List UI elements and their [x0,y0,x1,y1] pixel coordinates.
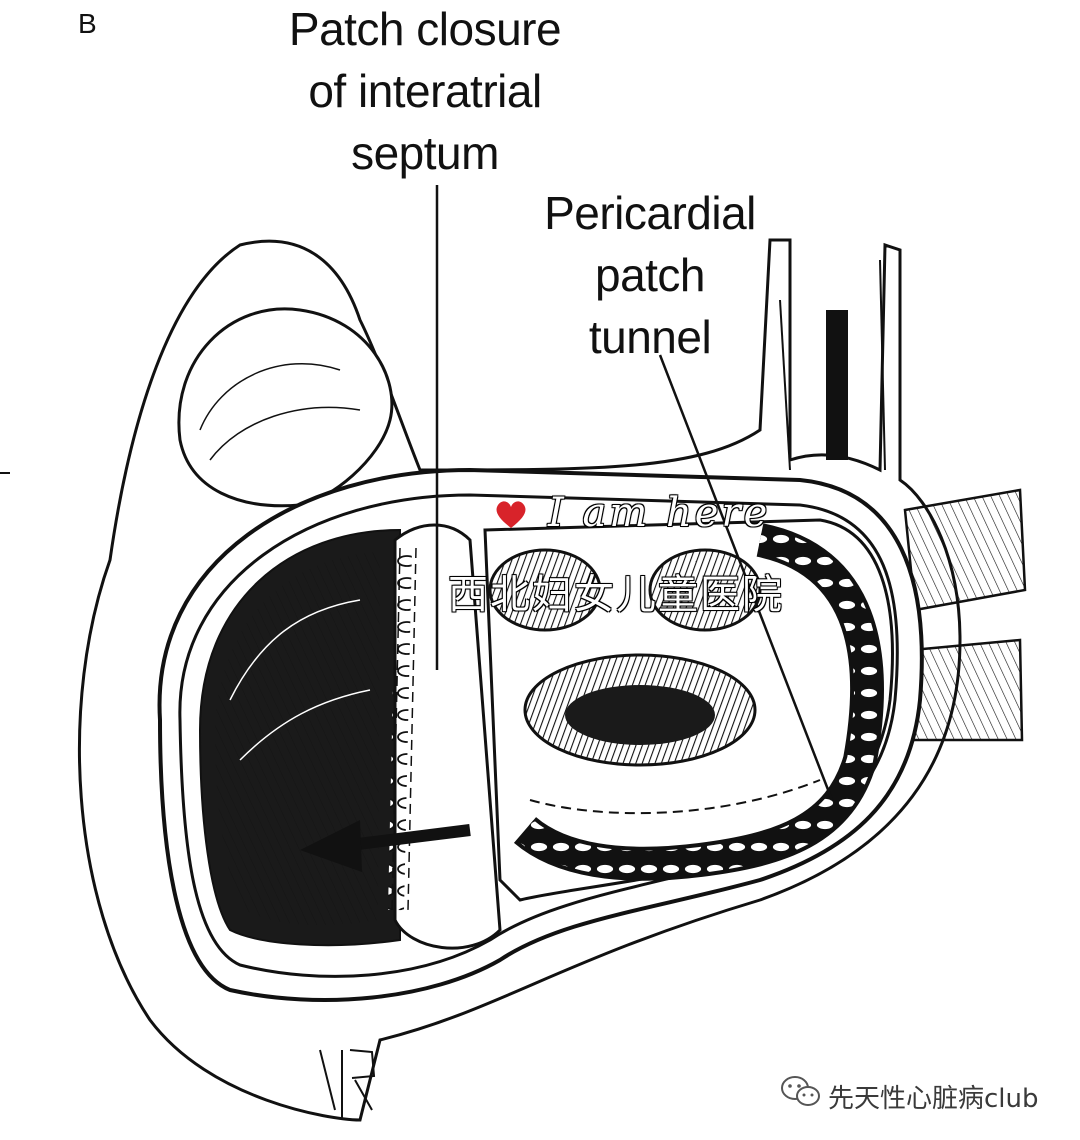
atrial-appendage [177,307,394,508]
tunnel-label-line3: tunnel [588,311,712,363]
vein-orifice-1 [488,548,602,632]
hospital-overlay: 西北妇女儿童医院 [448,572,784,618]
pulmonary-vein-upper [903,488,1027,612]
watermark-text: 先天性心脏病club [828,1084,1039,1114]
septum-label-line1: Patch closure [288,3,562,55]
septum-label-line3: septum [351,127,499,179]
wechat-icon [781,1076,820,1106]
artist-initials [319,1049,376,1120]
handwritten-overlay: I am here [548,490,771,536]
vein-orifice-2 [648,548,762,632]
tunnel-label-line1: Pericardial [544,187,756,239]
panel-letter: B [78,8,97,39]
heart-icon [496,501,526,528]
tunnel-pointer-line [658,354,834,801]
interatrial-septal-patch [393,523,502,950]
septum-label-line2: of interatrial [308,65,542,117]
flow-arrow [349,824,471,851]
tunnel-label-line2: patch [594,249,706,301]
